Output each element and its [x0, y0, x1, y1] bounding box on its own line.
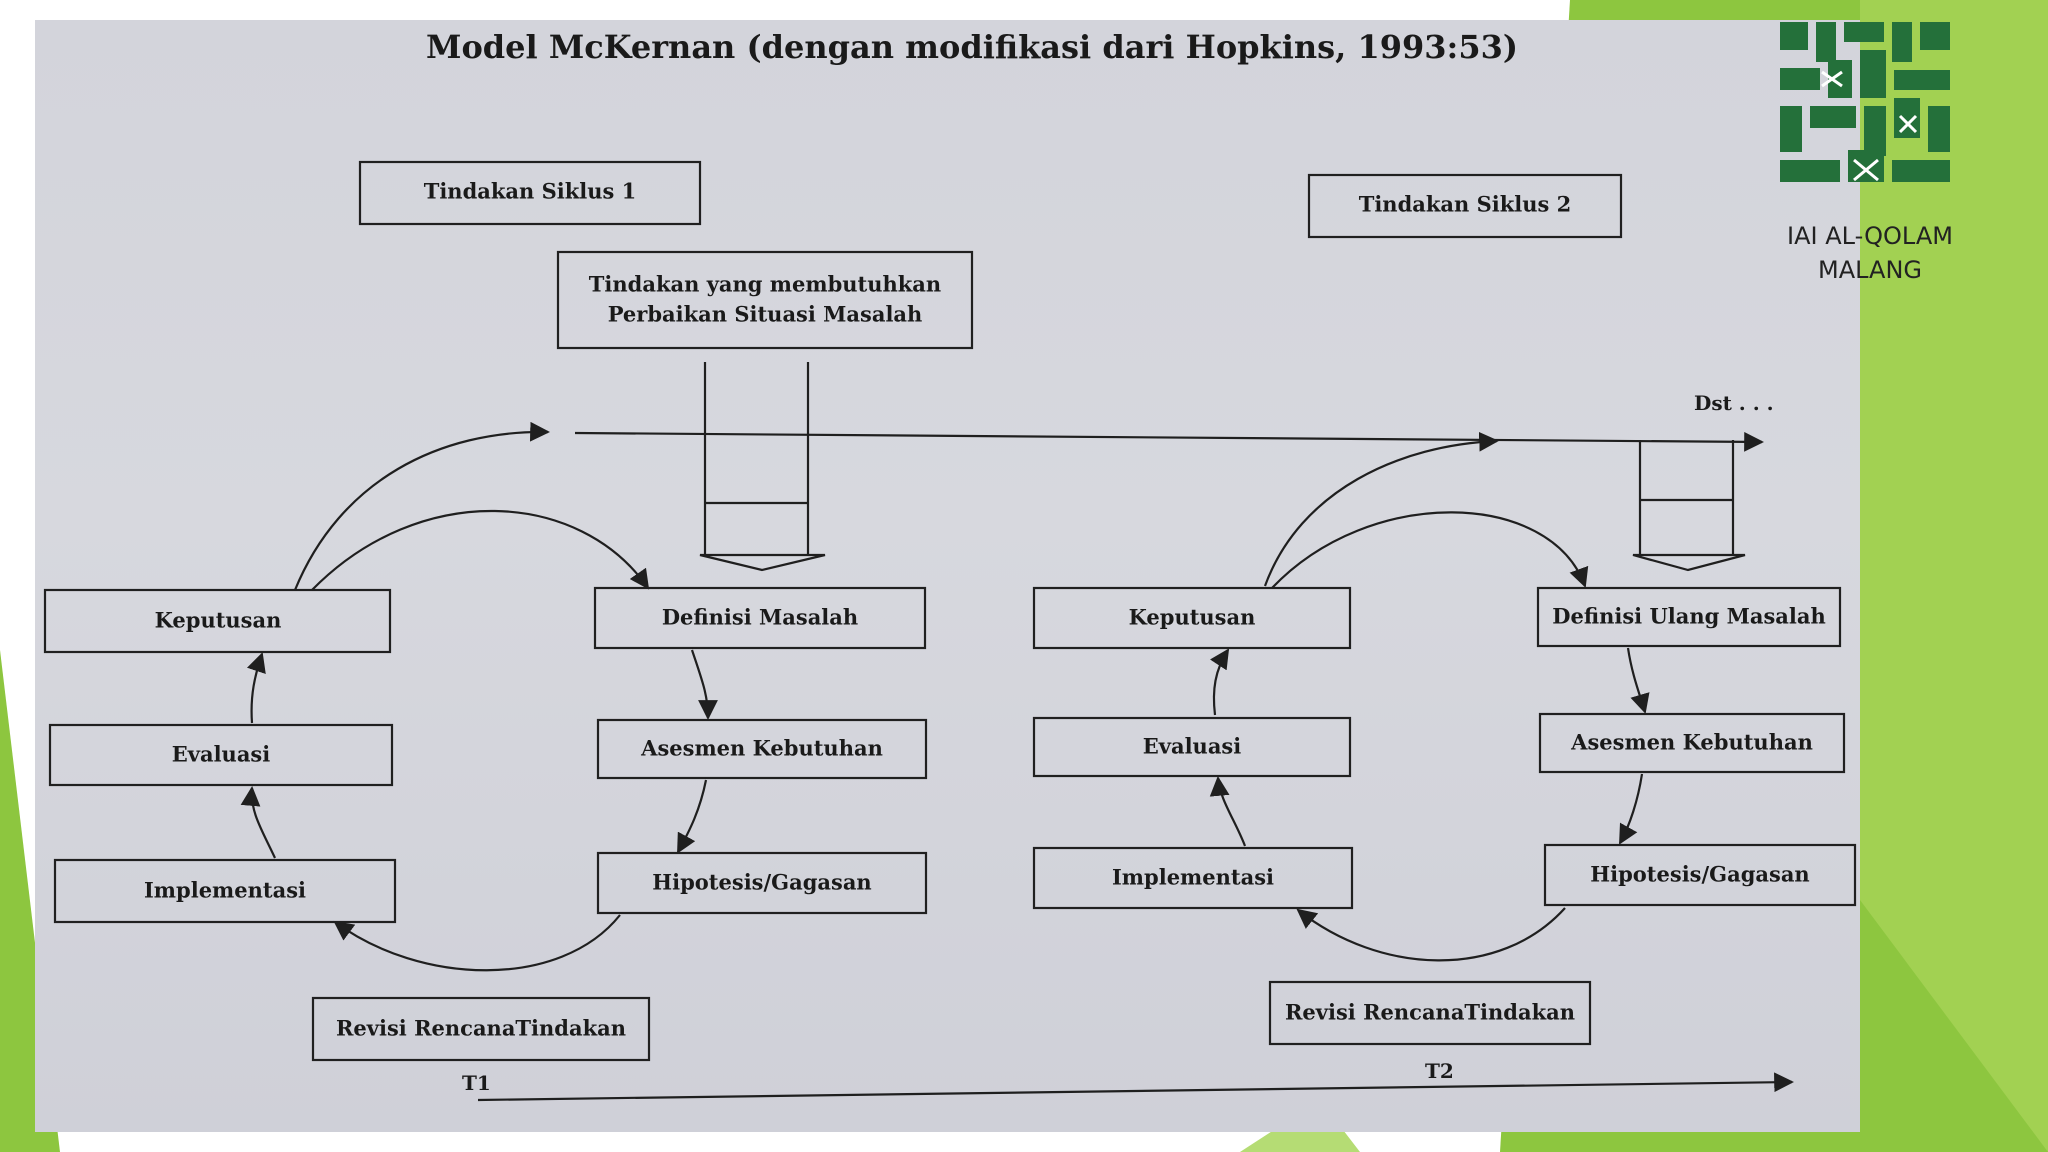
c1-asesmen-box: [596, 718, 928, 780]
c1-keputusan: Keputusan: [155, 608, 282, 633]
c2-arrow-to-main-line: [1263, 431, 1499, 587]
c1-asesmen: Asesmen Kebutuhan: [640, 736, 883, 761]
c2-asesmen: Asesmen Kebutuhan: [1570, 730, 1813, 755]
cycle2-down-shaft: [1638, 440, 1735, 555]
c1-definisi-box: [593, 586, 927, 650]
c1-arrow-definisi-asesmen: [690, 649, 718, 720]
cycle1-action-line2: Perbaikan Situasi Masalah: [608, 302, 923, 327]
c1-arrow-evaluasi-keputusan: [246, 652, 266, 724]
c2-keputusan-box: [1032, 586, 1352, 650]
c2-implementasi: Implementasi: [1112, 865, 1274, 890]
cycle1-header-box: [358, 160, 702, 226]
cycle1-down-arrowhead: [699, 501, 826, 572]
c2-arrow-asesmen-hipotesis: [1619, 773, 1644, 845]
c2-asesmen-box: [1538, 712, 1846, 774]
cycle2-header: Tindakan Siklus 2: [1359, 192, 1572, 217]
c1-definisi: Definisi Masalah: [662, 605, 858, 630]
c1-arrow-to-main-line: [293, 421, 550, 591]
logo-caption: IAI AL-QOLAM MALANG: [1770, 219, 1970, 287]
c2-hipotesis: Hipotesis/Gagasan: [1590, 862, 1809, 887]
main-time-line: [574, 431, 1764, 452]
time-t2: T2: [1425, 1059, 1454, 1083]
c2-revisi-box: [1268, 980, 1592, 1046]
institution-logo: IAI AL-QOLAM MALANG: [1770, 20, 1970, 287]
cycle1-action-line1: Tindakan yang membutuhkan: [589, 272, 941, 297]
c1-revisi-box: [311, 996, 651, 1062]
c1-hipotesis: Hipotesis/Gagasan: [652, 870, 871, 895]
diagram-photo: [35, 20, 1860, 1132]
c2-arrow-evaluasi-keputusan: [1209, 648, 1230, 716]
c1-arrow-implementasi-evaluasi: [240, 786, 276, 859]
continuation-label: Dst . . .: [1694, 391, 1774, 415]
c2-definisi: Definisi Ulang Masalah: [1552, 604, 1826, 629]
c1-arrow-hipotesis-implementasi: [333, 914, 621, 972]
c2-revisi: Revisi RencanaTindakan: [1285, 1000, 1575, 1025]
c1-evaluasi: Evaluasi: [172, 742, 270, 767]
cycle1-header: Tindakan Siklus 1: [424, 179, 637, 204]
c2-implementasi-box: [1032, 846, 1354, 910]
logo-caption-line2: MALANG: [1817, 256, 1922, 284]
c2-hipotesis-box: [1543, 843, 1857, 907]
time-axis: [477, 1072, 1794, 1102]
c1-implementasi-box: [53, 858, 397, 924]
c2-evaluasi-box: [1032, 716, 1352, 778]
c2-arrow-definisi-asesmen: [1626, 647, 1650, 714]
cycle2-down-arrowhead: [1632, 498, 1746, 572]
c1-implementasi: Implementasi: [144, 878, 306, 903]
c2-arrow-implementasi-evaluasi: [1209, 776, 1247, 847]
logo-caption-line1: IAI AL-QOLAM: [1787, 222, 1953, 250]
time-t1: T1: [462, 1071, 491, 1095]
cycle2-header-box: [1307, 173, 1623, 239]
c1-arrow-asesmen-hipotesis: [677, 779, 708, 854]
c2-evaluasi: Evaluasi: [1143, 734, 1241, 759]
c1-keputusan-box: [43, 588, 392, 654]
cycle1-down-shaft: [703, 362, 810, 555]
c2-arrow-keputusan-definisi: [1271, 511, 1589, 589]
c1-evaluasi-box: [48, 723, 394, 787]
cycle1-action-box: [556, 250, 974, 350]
logo-emblem-icon: [1780, 22, 1950, 182]
c2-keputusan: Keputusan: [1129, 605, 1256, 630]
diagram-title: Model McKernan (dengan modifikasi dari H…: [426, 28, 1518, 66]
c1-arrow-keputusan-definisi: [311, 509, 650, 591]
c1-hipotesis-box: [596, 851, 928, 915]
c2-definisi-box: [1536, 586, 1842, 648]
c2-arrow-hipotesis-implementasi: [1296, 907, 1566, 962]
green-accent-shape: [1860, 0, 2048, 1152]
c1-revisi: Revisi RencanaTindakan: [336, 1016, 626, 1041]
